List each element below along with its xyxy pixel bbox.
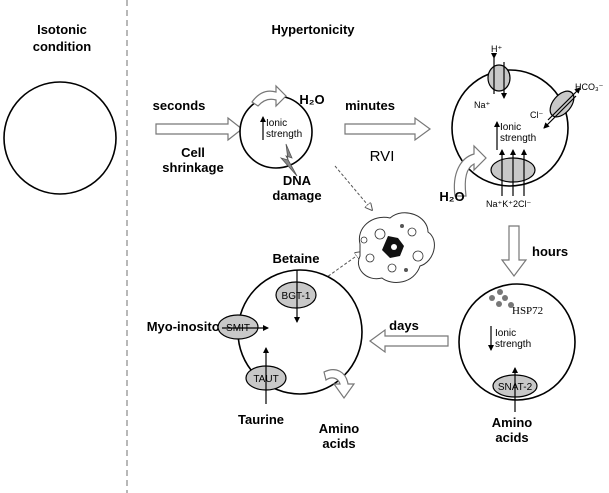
water-in-arrow xyxy=(453,144,487,197)
cell3-ionic-2: strength xyxy=(495,339,531,350)
cell1-ionic-2: strength xyxy=(266,129,302,140)
na-plus-label: Na⁺ xyxy=(474,100,491,110)
isotonic-title-1: Isotonic xyxy=(37,22,87,37)
cell1-water: H₂O xyxy=(299,92,324,107)
h-plus-label: H⁺ xyxy=(491,44,502,54)
myo-inositol-label: Myo-inositol xyxy=(147,319,224,334)
cell-shrinkage-2: shrinkage xyxy=(162,160,223,175)
hsp-cell: HSP72 Ionic strength SNAT-2 Amino acids xyxy=(458,283,576,445)
cell2-ionic-1: Ionic xyxy=(500,122,521,133)
cell4-amino-1: Amino xyxy=(319,421,360,436)
apoptotic-cell-icon xyxy=(358,212,435,283)
nkcc-label: Na⁺K⁺2Cl⁻ xyxy=(486,199,532,209)
dna-damage-2: damage xyxy=(272,188,321,203)
hours-label: hours xyxy=(532,244,568,259)
cell1-ionic-1: Ionic xyxy=(266,118,287,129)
osmolyte-cell: Betaine BGT-1 Myo-inositol SMIT TAUT Tau… xyxy=(147,251,363,451)
betaine-label: Betaine xyxy=(273,251,320,266)
bgt1-label: BGT-1 xyxy=(282,291,311,302)
cell2-water: H₂O xyxy=(439,189,464,204)
smit-transporter xyxy=(217,314,259,340)
minutes-label: minutes xyxy=(345,98,395,113)
shrunken-cell: H₂O Ionic strength DNA damage xyxy=(239,84,325,203)
amino-out-arrow xyxy=(323,369,356,400)
cell4-amino-2: acids xyxy=(322,436,355,451)
dashed-arrow-bgt xyxy=(319,252,362,283)
cell2-ionic-2: strength xyxy=(500,133,536,144)
seconds-arrow xyxy=(155,116,243,142)
nhe-transporter xyxy=(487,64,511,92)
dashed-arrow-dna xyxy=(334,165,372,210)
days-label: days xyxy=(389,318,419,333)
rvi-label: RVI xyxy=(370,148,395,165)
isotonic-cell xyxy=(3,81,117,195)
isotonic-title-2: condition xyxy=(33,39,92,54)
dna-damage-1: DNA xyxy=(283,173,312,188)
rvi-cell: H⁺ Na⁺ HCO₃⁻ Cl⁻ Ionic strength Na⁺K⁺2Cl… xyxy=(439,44,603,209)
cl-label: Cl⁻ xyxy=(530,110,543,120)
cell3-amino-2: acids xyxy=(495,430,528,445)
minutes-arrow xyxy=(344,116,432,142)
cell-shrinkage-1: Cell xyxy=(181,145,205,160)
hsp72-label: HSP72 xyxy=(512,305,543,317)
lightning-icon xyxy=(279,143,298,177)
hco3-label: HCO₃⁻ xyxy=(575,82,604,92)
hypertonicity-title: Hypertonicity xyxy=(271,22,355,37)
water-out-arrow xyxy=(251,84,287,108)
seconds-label: seconds xyxy=(153,98,206,113)
hours-arrow xyxy=(500,225,528,277)
cell3-ionic-1: Ionic xyxy=(495,328,516,339)
days-arrow xyxy=(368,328,449,354)
bgt1-transporter xyxy=(275,281,317,309)
cell3-amino-1: Amino xyxy=(492,415,533,430)
taurine-label: Taurine xyxy=(238,412,284,427)
